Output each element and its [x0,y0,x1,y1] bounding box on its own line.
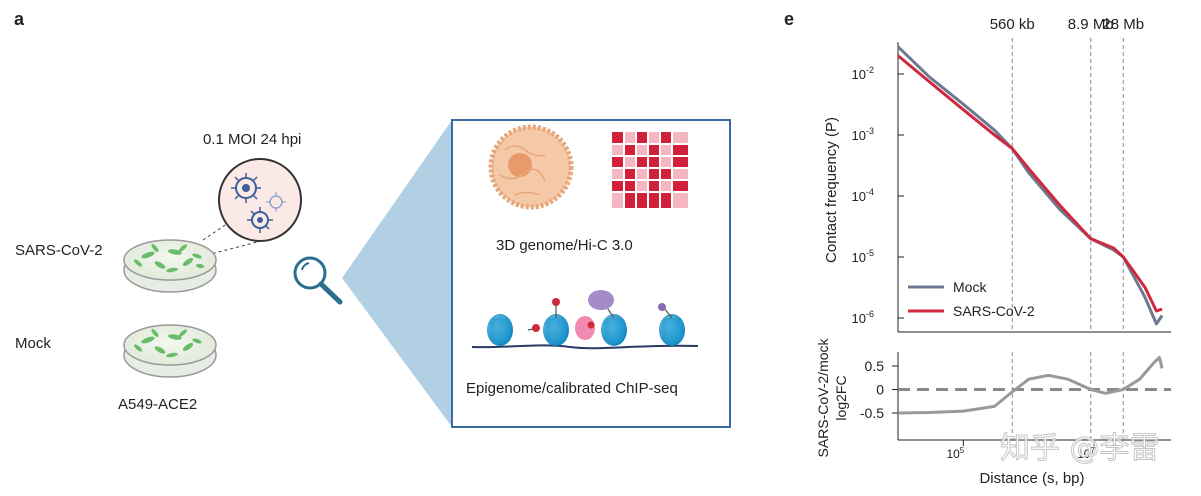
bottom-ylabel: SARS-CoV-2/mock log2FC [815,337,849,457]
series-line-mock [896,45,1164,326]
top-ylabel: Contact frequency (P) [823,117,840,263]
magnifier-icon [293,256,343,305]
legend-label-mock: Mock [953,279,987,295]
y-tick-label: -0.5 [860,405,884,421]
vline-label: 28 Mb [1102,16,1144,33]
bottom-xlabel: Distance (s, bp) [979,470,1084,487]
y-tick-label: 10-4 [852,187,874,204]
zoom-funnel [342,120,452,427]
chromatin-icon [471,290,699,350]
panel-a: a 0.1 MOI 24 hpi [14,9,731,428]
series-line-log2fc [897,356,1164,415]
epigenome-caption: Epigenome/calibrated ChIP-seq [466,380,678,397]
watermark: 知乎 @李雷 [1000,431,1160,466]
nucleosome-icon [487,314,513,346]
y-tick-label: 10-5 [852,248,874,265]
legend-label-sars: SARS-CoV-2 [953,303,1035,319]
cell-line-label: A549-ACE2 [118,396,197,413]
legend: Mock SARS-CoV-2 [908,279,1035,319]
bottom-plot-axes [897,352,1171,441]
nucleus-icon [488,124,574,210]
panel-a-letter: a [14,9,25,29]
genome-caption: 3D genome/Hi-C 3.0 [496,237,633,254]
dish-label-mock: Mock [15,335,51,352]
petri-dish-infected [123,239,217,293]
reader-protein-icon [575,290,614,340]
virus-icon [247,207,273,233]
nucleosome-icon [601,314,627,346]
petri-dish-mock [123,324,217,378]
bottom-y-ticks: 0.5 0 -0.5 [860,358,1171,421]
vline-label: 8.9 Mb [1068,16,1114,33]
hic-matrix-icon [612,132,688,208]
vline-label: 560 kb [990,16,1035,33]
top-series [896,45,1164,326]
series-line-sars-cov-2 [897,54,1163,313]
top-plot-axes [897,42,1171,333]
y-tick-label: 10-2 [852,65,874,82]
virus-icon [231,173,261,203]
dish-label-sars: SARS-CoV-2 [15,242,103,259]
y-tick-label: 10-6 [852,309,874,326]
nucleosome-icon [543,314,569,346]
virus-zoom-bubble [202,158,302,256]
top-vlines [1011,38,1124,332]
y-tick-label: 0 [876,382,884,398]
x-tick-label: 105 [946,446,964,461]
nucleosome-icon [659,314,685,346]
y-tick-label: 10-3 [852,126,874,143]
top-y-ticks: 10-2 10-3 10-4 10-5 10-6 [852,65,904,326]
virus-icon [266,192,286,212]
y-tick-label: 0.5 [865,358,885,374]
bottom-ylabel-line1: SARS-CoV-2/mock [815,337,831,457]
bottom-ylabel-line2: log2FC [833,375,849,420]
moi-label: 0.1 MOI 24 hpi [203,131,301,148]
panel-e-letter: e [784,9,794,29]
bottom-series [897,356,1164,415]
bottom-vlines [1011,352,1124,440]
